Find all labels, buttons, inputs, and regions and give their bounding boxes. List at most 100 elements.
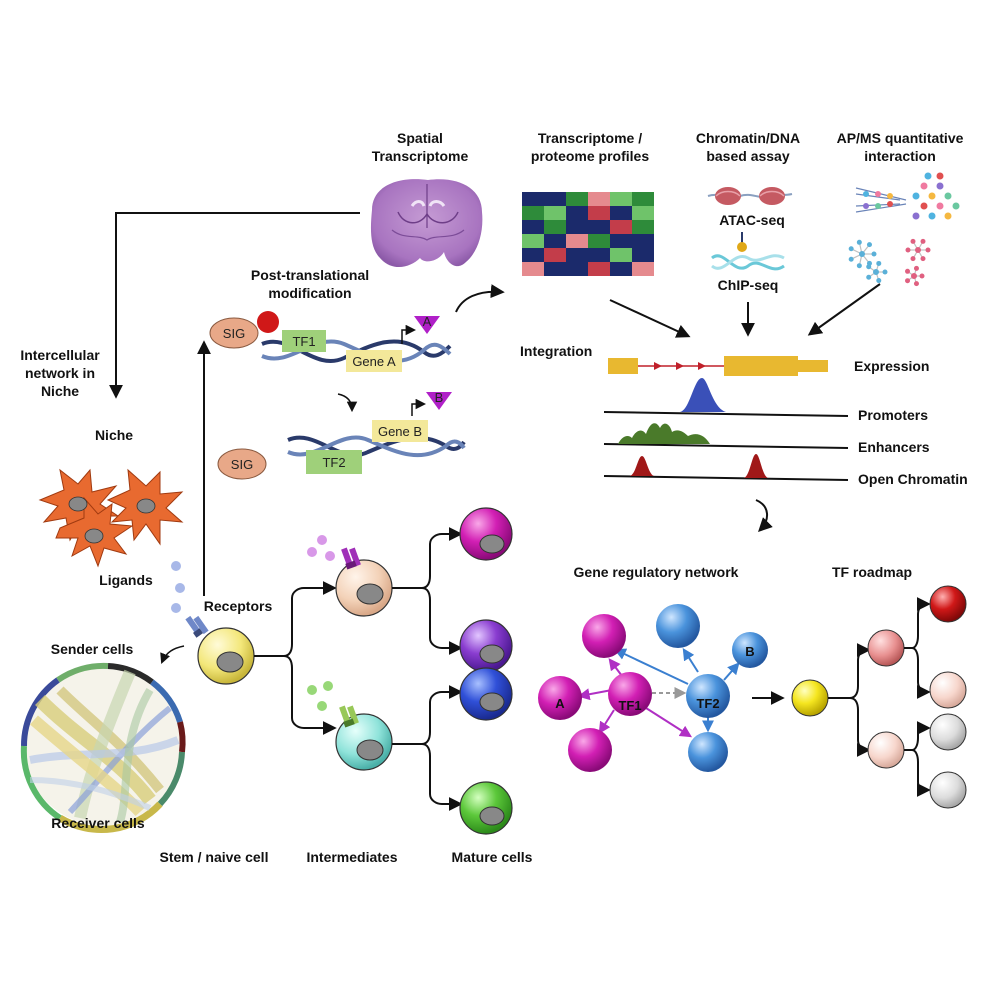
apms-dot (848, 256, 854, 262)
heatmap-cell (610, 206, 632, 220)
ptm-label-line2: modification (268, 285, 351, 301)
ligand-dot (325, 551, 335, 561)
track-label-expression: Expression (854, 358, 929, 374)
mature-cells-label: Mature cells (452, 849, 533, 865)
branch-to-royal-blue (392, 685, 463, 745)
apms-dot (924, 172, 932, 180)
apms-dot (866, 242, 872, 248)
apms-dot (920, 256, 926, 262)
intermediate-cell-nucleus (356, 583, 384, 605)
arrow-transcriptome-to-integration (609, 299, 691, 338)
heatmap-cell (632, 192, 654, 206)
tf1-box (282, 330, 326, 352)
roadmap-node-light-pink (929, 671, 967, 709)
apms-interaction-icon (848, 172, 960, 287)
apms-dot (859, 251, 865, 257)
heatmap-cell (566, 192, 588, 206)
phosphorylation-icon (257, 311, 279, 333)
ligands-label: Ligands (99, 572, 153, 588)
roadmap-node-red (929, 585, 967, 623)
apms-dot (856, 239, 862, 245)
heatmap-cell (632, 248, 654, 262)
heatmap-cell (588, 192, 610, 206)
expression-track (608, 356, 828, 376)
stem-cell-nucleus (216, 651, 244, 673)
heatmap-cell (522, 234, 544, 248)
apms-dot (912, 212, 920, 220)
product-b-label: B (435, 390, 444, 405)
grn-title: Gene regulatory network (574, 564, 739, 580)
heatmap-cell (544, 206, 566, 220)
heatmap-cell (588, 248, 610, 262)
spatial-header-line1: Spatial (397, 130, 443, 146)
branch-stem-to-cyan (283, 655, 337, 735)
branch-to-purple (421, 587, 463, 655)
apms-dot (887, 201, 893, 207)
ligand-dot (317, 535, 327, 545)
ligand-dot (171, 561, 181, 571)
apms-dot (910, 256, 916, 262)
integration-label: Integration (520, 343, 592, 359)
intermediate-cell-nucleus (356, 739, 384, 761)
roadmap-node-yellow (791, 679, 829, 717)
mature-cell-nucleus (479, 692, 505, 712)
mature-cell-nucleus (479, 534, 505, 554)
spatial-header-line2: Transcriptome (372, 148, 469, 164)
heatmap-cell (566, 206, 588, 220)
apms-dot (919, 273, 925, 279)
heatmap-cell (588, 206, 610, 220)
expression-heatmap (522, 192, 654, 276)
apms-dot (911, 273, 917, 279)
gene-b-box (372, 420, 428, 442)
heatmap-cell (588, 262, 610, 276)
apms-dot (856, 263, 862, 269)
sender-cells-label: Sender cells (51, 641, 134, 657)
roadmap-branch-down (849, 697, 871, 757)
receptor-icon (185, 615, 209, 638)
chip-seq-icon (711, 232, 785, 271)
gene-a-box (346, 350, 402, 372)
arrow-tf1-to-tf2 (337, 393, 358, 413)
heatmap-cell (566, 248, 588, 262)
apms-dot (873, 269, 879, 275)
intercellular-label-line3: Niche (41, 383, 79, 399)
heatmap-cell (610, 220, 632, 234)
ligand-dot (175, 583, 185, 593)
mature-cell-nucleus (479, 806, 505, 826)
receptors-label: Receptors (204, 598, 273, 614)
gene-b-arrow (411, 398, 427, 416)
intermediates-label: Intermediates (306, 849, 397, 865)
apms-dot (913, 281, 919, 287)
grn-node-tf2 (686, 674, 730, 718)
gene-a-arrow (401, 324, 417, 344)
product-b-triangle (426, 392, 452, 410)
apms-dot (928, 192, 936, 200)
grn-node-b-label: B (745, 644, 754, 659)
track-label-open-chromatin: Open Chromatin (858, 471, 968, 487)
heatmap-cell (566, 234, 588, 248)
arrow-spatial-to-niche (109, 212, 360, 399)
heatmap-cell (610, 248, 632, 262)
apms-dot (882, 269, 888, 275)
receiver-cells-label: Receiver cells (51, 815, 145, 831)
track-label-enhancers: Enhancers (858, 439, 930, 455)
ligand-dot (307, 685, 317, 695)
apms-dot (866, 274, 872, 280)
chromatin-header-line2: based assay (706, 148, 789, 164)
apms-dot (936, 172, 944, 180)
apms-dot (876, 260, 882, 266)
heatmap-cell (522, 192, 544, 206)
open-chromatin-track (603, 454, 849, 481)
heatmap-cell (522, 248, 544, 262)
apms-header-line1: AP/MS quantitative (837, 130, 964, 146)
arrow-apms-to-integration (807, 283, 881, 336)
stem-cell-label: Stem / naive cell (160, 849, 269, 865)
grn-node-a-label: A (555, 696, 565, 711)
niche-label: Niche (95, 427, 133, 443)
heatmap-cell (632, 220, 654, 234)
sig-label-2: SIG (231, 457, 253, 472)
ptm-label-line1: Post-translational (251, 267, 369, 283)
branch-to-magenta (392, 527, 463, 589)
sig-protein-1 (209, 317, 259, 349)
apms-edge (855, 203, 907, 213)
